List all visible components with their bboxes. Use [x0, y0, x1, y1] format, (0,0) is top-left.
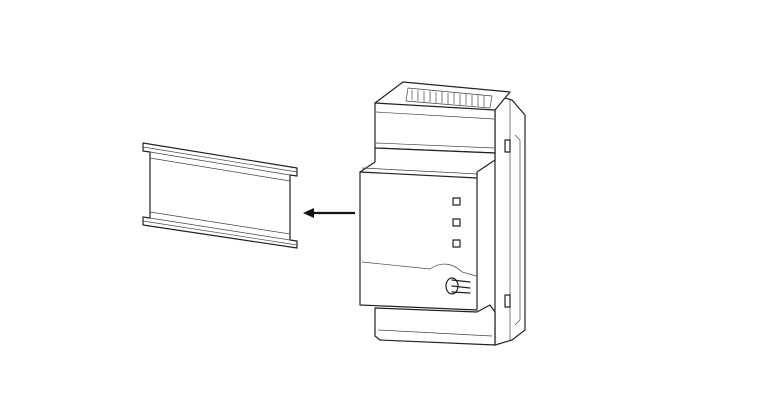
- module-front-panel: [359, 147, 496, 311]
- module-top-section: [374, 81, 511, 154]
- din-module: [359, 81, 526, 346]
- module-bottom-section: [374, 304, 496, 346]
- side-clip-bottom: [504, 294, 511, 308]
- led-indicator-1: [452, 197, 461, 206]
- led-indicator-3: [452, 239, 461, 248]
- terminal-screws: [405, 87, 493, 109]
- arrow-left-icon: [303, 208, 355, 218]
- led-indicator-2: [452, 218, 461, 227]
- logo-icon: [445, 277, 471, 295]
- side-clip-top: [504, 139, 511, 153]
- din-rail: [142, 142, 298, 249]
